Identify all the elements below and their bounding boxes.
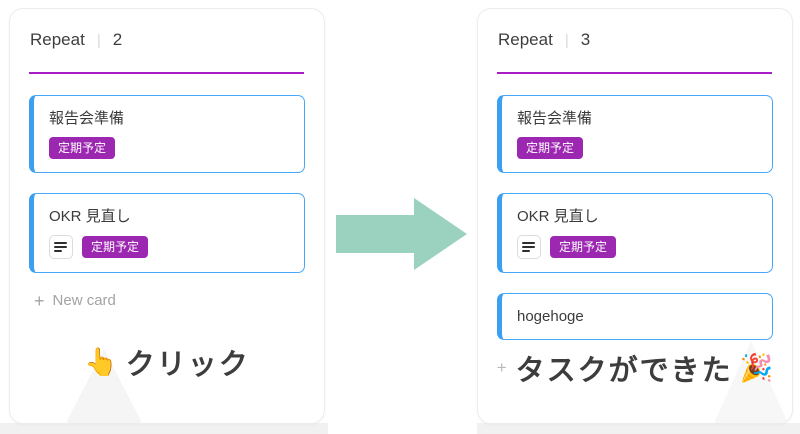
arrow-head <box>414 198 467 270</box>
annotation-text: タスクができた <box>515 355 733 387</box>
click-annotation: 👆 クリック <box>10 341 324 383</box>
task-card[interactable]: 報告会準備 定期予定 <box>497 95 773 173</box>
task-card[interactable]: hogehoge <box>497 293 773 340</box>
card-count: 3 <box>580 30 591 49</box>
card-title: 報告会準備 <box>517 110 593 127</box>
app-background-strip-right <box>477 423 800 434</box>
board-panel-after: Repeat | 3 報告会準備 定期予定 OKR 見直し 定期予定 hogeh… <box>477 8 793 424</box>
new-card-button[interactable]: + New card <box>34 290 116 311</box>
header-separator: | <box>564 31 569 49</box>
label-badge: 定期予定 <box>49 137 116 159</box>
card-count: 2 <box>112 30 123 49</box>
description-icon <box>49 235 73 259</box>
label-badge: 定期予定 <box>517 137 584 159</box>
watermark-triangle <box>66 349 142 423</box>
description-icon <box>517 235 541 259</box>
task-card[interactable]: OKR 見直し 定期予定 <box>29 193 305 273</box>
list-accent-line <box>29 72 304 74</box>
list-accent-line <box>497 72 772 74</box>
list-title: Repeat <box>498 30 553 49</box>
card-title: OKR 見直し <box>517 208 599 225</box>
new-card-label: New card <box>52 292 116 309</box>
app-background-strip-left <box>0 423 328 434</box>
card-list: 報告会準備 定期予定 OKR 見直し 定期予定 hogehoge <box>497 95 773 340</box>
arrow-shaft <box>336 215 414 253</box>
card-title: 報告会準備 <box>49 110 125 127</box>
plus-icon[interactable]: + <box>496 358 507 377</box>
transition-arrow <box>336 198 467 270</box>
card-title: hogehoge <box>517 308 584 325</box>
card-list: 報告会準備 定期予定 OKR 見直し 定期予定 <box>29 95 305 273</box>
card-title: OKR 見直し <box>49 208 131 225</box>
list-header: Repeat | 3 <box>498 30 772 50</box>
annotation-text: クリック <box>125 349 250 381</box>
list-title: Repeat <box>30 30 85 49</box>
party-popper-emoji: 🎉 <box>739 352 774 383</box>
watermark-triangle <box>714 341 788 423</box>
pointing-finger-emoji: 👆 <box>84 346 118 377</box>
header-separator: | <box>96 31 101 49</box>
plus-icon: + <box>34 290 45 311</box>
task-card[interactable]: 報告会準備 定期予定 <box>29 95 305 173</box>
board-panel-before: Repeat | 2 報告会準備 定期予定 OKR 見直し 定期予定 + New… <box>9 8 325 424</box>
list-header: Repeat | 2 <box>30 30 304 50</box>
result-annotation: + タスクができた 🎉 <box>478 347 792 389</box>
task-card[interactable]: OKR 見直し 定期予定 <box>497 193 773 273</box>
label-badge: 定期予定 <box>550 236 617 258</box>
label-badge: 定期予定 <box>82 236 149 258</box>
